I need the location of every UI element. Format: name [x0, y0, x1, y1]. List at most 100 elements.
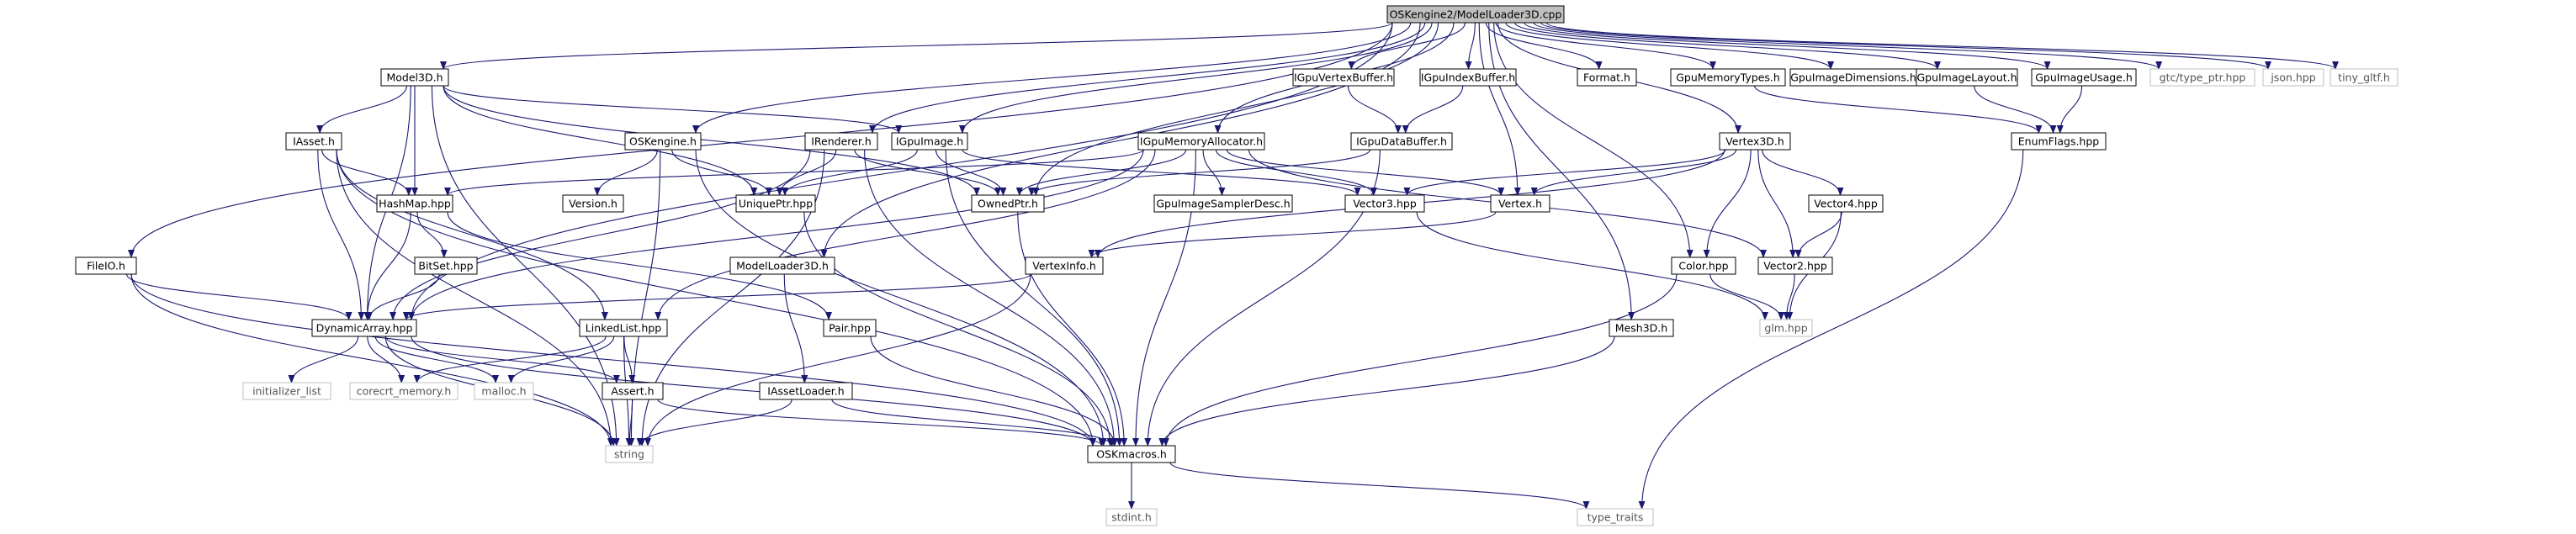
node-mesh3d-label: Mesh3D.h [1615, 322, 1667, 335]
node-tinygltf: tiny_gltf.h [2330, 68, 2398, 87]
node-ownedptr[interactable]: OwnedPtr.h [971, 194, 1045, 213]
node-iassetloader-label: IAssetLoader.h [767, 385, 844, 398]
node-vertex3d-box [1719, 132, 1791, 151]
node-pair[interactable]: Pair.hpp [823, 319, 877, 337]
node-oskmacros-label: OSKmacros.h [1096, 448, 1167, 461]
node-igpudatabuffer-label: IGpuDataBuffer.h [1356, 135, 1447, 148]
node-gpuimagelayout[interactable]: GpuImageLayout.h [1916, 68, 2018, 87]
edge-root-to-format [1485, 22, 1603, 70]
node-initializerlist-box [242, 382, 331, 400]
node-jsonhpp-label: json.hpp [2270, 71, 2315, 84]
node-gpumemorytypes[interactable]: GpuMemoryTypes.h [1670, 68, 1786, 87]
edge-vertex3d-to-vector4 [1762, 149, 1844, 196]
edge-iasset-to-string [336, 149, 614, 447]
edge-root-to-modelloader3d [820, 22, 1421, 258]
node-vertex3d[interactable]: Vertex3D.h [1719, 132, 1791, 151]
node-igpuindexbuffer-label: IGpuIndexBuffer.h [1421, 71, 1515, 84]
node-vertex[interactable]: Vertex.h [1490, 194, 1550, 213]
node-glm-label: glm.hpp [1764, 322, 1807, 335]
node-stdint-box [1105, 508, 1158, 526]
node-iasset[interactable]: IAsset.h [285, 132, 342, 151]
node-gpuimagesamplerdesc[interactable]: GpuImageSamplerDesc.h [1153, 194, 1293, 213]
node-root-label: OSKengine2/ModelLoader3D.cpp [1390, 8, 1562, 21]
edge-hashmap-to-bitset [416, 211, 448, 258]
node-glm: glm.hpp [1759, 319, 1813, 337]
edge-root-to-gpuimagelayout [1514, 22, 1941, 70]
node-enumflags[interactable]: EnumFlags.hpp [2011, 132, 2107, 151]
node-gpuimagelayout-label: GpuImageLayout.h [1916, 71, 2017, 84]
node-gpuimagedimensions[interactable]: GpuImageDimensions.h [1789, 68, 1917, 87]
node-format[interactable]: Format.h [1577, 68, 1637, 87]
edge-igpuimage-to-ownedptr [935, 149, 1007, 196]
node-gpuimagelayout-box [1916, 68, 2018, 87]
edge-igpuimage-to-uniqueptr [782, 149, 918, 196]
edge-vector3-to-glm [1416, 211, 1768, 320]
edge-igpumemoryallocator-to-vector3 [1215, 149, 1377, 196]
node-vertex3d-label: Vertex3D.h [1725, 135, 1784, 148]
node-mesh3d[interactable]: Mesh3D.h [1609, 319, 1674, 337]
node-fileio[interactable]: FileIO.h [75, 256, 137, 275]
node-irenderer[interactable]: IRenderer.h [804, 132, 878, 151]
edge-irenderer-to-dynamicarray [390, 149, 811, 320]
edge-vertex3d-to-vector3 [1403, 149, 1726, 196]
node-vector2[interactable]: Vector2.hpp [1757, 256, 1833, 275]
node-igpuimage[interactable]: IGpuImage.h [891, 132, 968, 151]
node-model3d[interactable]: Model3D.h [380, 68, 449, 87]
node-hashmap[interactable]: HashMap.hpp [376, 194, 453, 213]
node-dynamicarray-label: DynamicArray.hpp [316, 322, 413, 335]
node-root[interactable]: OSKengine2/ModelLoader3D.cpp [1386, 5, 1565, 24]
node-oskmacros[interactable]: OSKmacros.h [1087, 445, 1176, 463]
node-igpudatabuffer[interactable]: IGpuDataBuffer.h [1350, 132, 1453, 151]
node-version[interactable]: Version.h [562, 194, 624, 213]
node-igpuindexbuffer-box [1419, 68, 1517, 87]
node-oskengine-label: OSKengine.h [629, 135, 697, 148]
node-model3d-label: Model3D.h [386, 71, 443, 84]
node-string: string [605, 445, 654, 463]
node-vector3[interactable]: Vector3.hpp [1344, 194, 1425, 213]
node-assert[interactable]: Assert.h [602, 382, 664, 400]
node-igpudatabuffer-box [1350, 132, 1453, 151]
node-igpuindexbuffer[interactable]: IGpuIndexBuffer.h [1419, 68, 1517, 87]
node-gpumemorytypes-label: GpuMemoryTypes.h [1676, 71, 1780, 84]
edge-igpumemoryallocator-to-hashmap [444, 149, 1144, 196]
node-linkedlist[interactable]: LinkedList.hpp [579, 319, 668, 337]
edge-root-to-gtctypeptr [1533, 22, 2162, 70]
edge-root-to-jsonhpp [1540, 22, 2271, 70]
node-vector3-box [1344, 194, 1425, 213]
node-iassetloader[interactable]: IAssetLoader.h [759, 382, 853, 400]
edge-igpumemoryallocator-to-ownedptr [1015, 149, 1187, 196]
node-uniqueptr[interactable]: UniquePtr.hpp [735, 194, 816, 213]
node-vertexinfo[interactable]: VertexInfo.h [1025, 256, 1104, 275]
edge-iasset-to-oskmacros [336, 149, 1096, 447]
edge-root-to-irenderer [869, 22, 1426, 134]
node-bitset[interactable]: BitSet.hpp [414, 256, 478, 275]
node-vertex-box [1490, 194, 1550, 213]
node-vector2-label: Vector2.hpp [1763, 260, 1827, 272]
node-vector2-box [1757, 256, 1833, 275]
node-gpuimageusage[interactable]: GpuImageUsage.h [2031, 68, 2137, 87]
edge-igpudatabuffer-to-ownedptr [1028, 149, 1371, 196]
node-oskengine[interactable]: OSKengine.h [624, 132, 702, 151]
edge-root-to-model3d [440, 22, 1393, 70]
edge-oskengine-to-string [628, 149, 661, 447]
node-igpumemoryallocator[interactable]: IGpuMemoryAllocator.h [1137, 132, 1265, 151]
node-igpumemoryallocator-box [1137, 132, 1265, 151]
node-dynamicarray-box [311, 319, 417, 337]
node-vector4[interactable]: Vector4.hpp [1808, 194, 1884, 213]
node-dynamicarray[interactable]: DynamicArray.hpp [311, 319, 417, 337]
edge-linkedlist-to-assert [623, 336, 636, 383]
edge-igpuvertexbuffer-to-igpudatabuffer [1347, 85, 1402, 134]
node-gpuimagedimensions-label: GpuImageDimensions.h [1790, 71, 1916, 84]
node-vector4-box [1808, 194, 1884, 213]
node-igpuvertexbuffer[interactable]: IGpuVertexBuffer.h [1292, 68, 1395, 87]
edge-root-to-dynamicarray [408, 22, 1393, 320]
edge-root-to-tinygltf [1545, 22, 2339, 70]
node-gpumemorytypes-box [1670, 68, 1786, 87]
edge-color-to-oskmacros [1162, 273, 1678, 447]
edge-vertex3d-to-vector2 [1757, 149, 1797, 258]
node-modelloader3d[interactable]: ModelLoader3D.h [729, 256, 835, 275]
node-color[interactable]: Color.hpp [1671, 256, 1736, 275]
edge-vertex3d-to-color [1703, 149, 1752, 258]
node-bitset-box [414, 256, 478, 275]
